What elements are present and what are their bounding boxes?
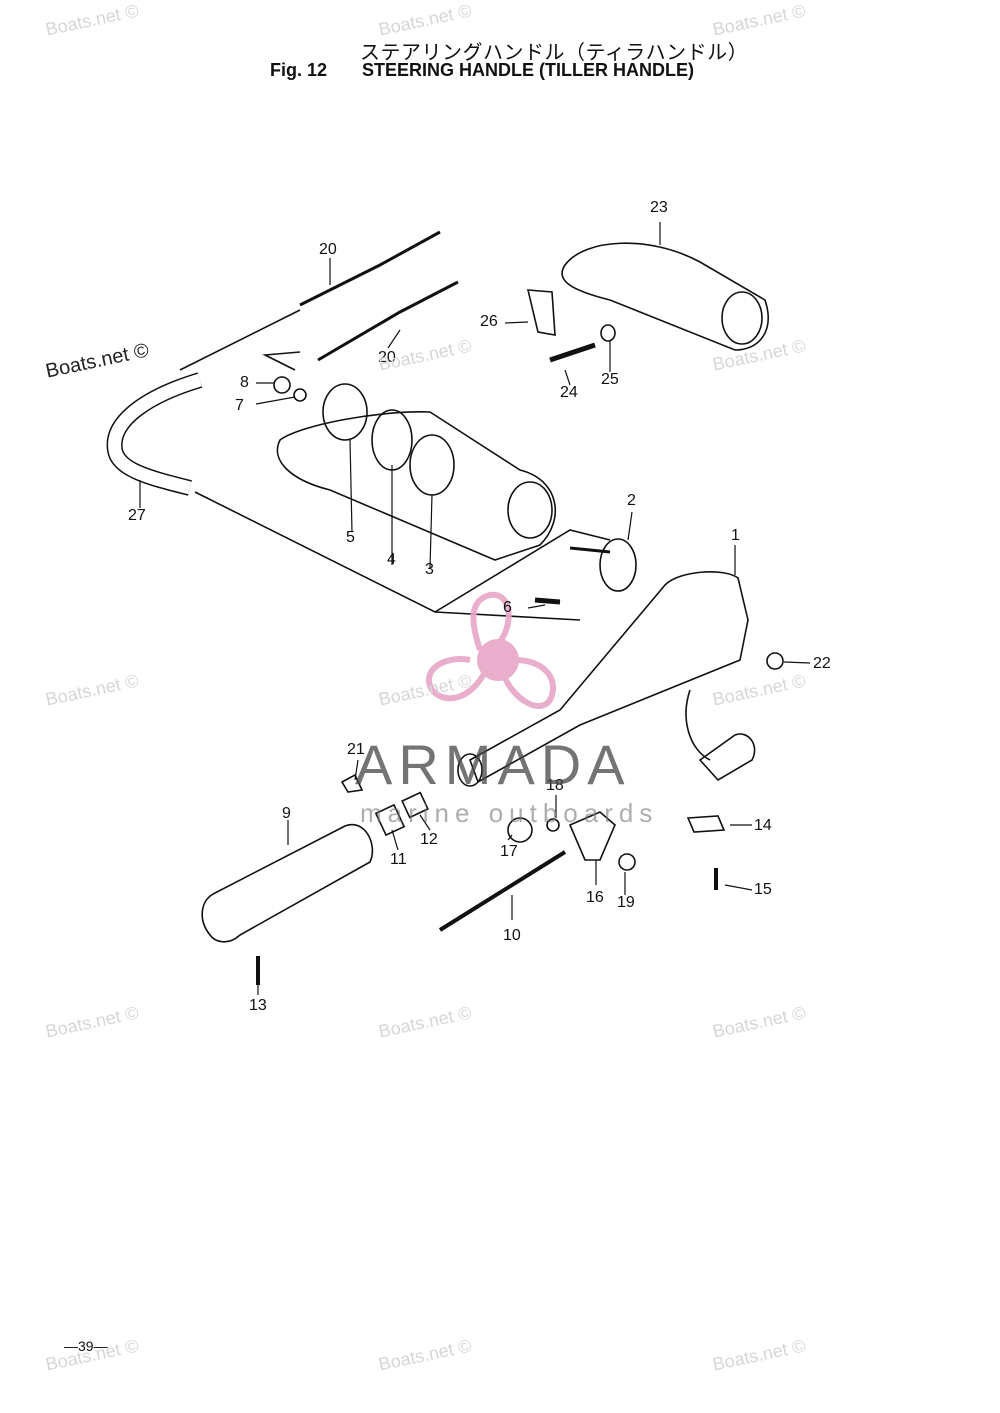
- callout-26: 26: [480, 313, 498, 330]
- callout-20-lower: 20: [378, 349, 396, 366]
- callout-2: 2: [627, 492, 636, 509]
- part-16-holder: [568, 811, 616, 861]
- callout-6: 6: [503, 599, 512, 616]
- callout-25: 25: [601, 371, 619, 388]
- callout-19: 19: [617, 894, 635, 911]
- part-10-rod: [438, 850, 567, 932]
- callout-27: 27: [128, 507, 146, 524]
- callout-24: 24: [560, 384, 578, 401]
- part-24-bolt: [549, 342, 596, 363]
- part-11-sleeve: [374, 803, 406, 837]
- callout-14: 14: [754, 817, 772, 834]
- part-22-plug: [766, 652, 784, 670]
- part-14-plate: [686, 815, 726, 833]
- part-3-seal: [409, 434, 455, 496]
- callout-3: 3: [425, 561, 434, 578]
- part-2-bushing: [599, 538, 637, 592]
- callout-22: 22: [813, 655, 831, 672]
- part-17-knob: [507, 817, 533, 843]
- part-18-washer: [546, 818, 560, 832]
- callout-13: 13: [249, 997, 267, 1014]
- armada-propeller-logo: [426, 591, 557, 709]
- part-19-nut: [618, 853, 636, 871]
- armada-brand-text: ARMADA: [355, 733, 631, 796]
- part-23-bracket: [561, 242, 769, 351]
- callout-7: 7: [235, 397, 244, 414]
- callout-18: 18: [546, 777, 564, 794]
- part-25-washer: [600, 324, 616, 342]
- callout-16: 16: [586, 889, 604, 906]
- part-12-collar: [401, 791, 429, 819]
- part-5-plate: [322, 383, 368, 441]
- callout-21: 21: [347, 741, 365, 758]
- title-english: STEERING HANDLE (TILLER HANDLE): [362, 60, 694, 80]
- part-21-decal: [340, 773, 364, 793]
- callout-10: 10: [503, 927, 521, 944]
- part-4-gasket: [371, 409, 413, 471]
- callout-20-upper: 20: [319, 241, 337, 258]
- callout-1: 1: [731, 527, 740, 544]
- figure-number: Fig. 12: [270, 60, 328, 80]
- part-20-cable-upper: [299, 230, 441, 307]
- assembly-outline: [179, 309, 611, 621]
- page-number: —39—: [64, 1338, 108, 1354]
- callout-5: 5: [346, 529, 355, 546]
- part-9-grip: [201, 823, 374, 943]
- title-japanese: ステアリングハンドル（ティラハンドル）: [360, 40, 749, 64]
- leader-lines: [139, 222, 811, 995]
- callout-4: 4: [387, 551, 396, 568]
- callout-8: 8: [240, 374, 249, 391]
- armada-brand-subtitle: marine outboards: [360, 798, 659, 828]
- part-1-tiller-arm: [469, 571, 749, 784]
- part-20-cable-lower: [317, 280, 459, 362]
- callout-15: 15: [754, 881, 772, 898]
- stop-switch: [698, 733, 756, 782]
- callout-12: 12: [420, 831, 438, 848]
- part-7-washer: [293, 388, 307, 402]
- part-8-nut: [273, 376, 291, 394]
- lower-case-body: [276, 411, 556, 561]
- part-26-clip: [526, 289, 556, 336]
- callout-17: 17: [500, 843, 518, 860]
- part-6-pin: [534, 597, 561, 605]
- callout-9: 9: [282, 805, 291, 822]
- callout-23: 23: [650, 199, 668, 216]
- callout-11: 11: [390, 851, 407, 868]
